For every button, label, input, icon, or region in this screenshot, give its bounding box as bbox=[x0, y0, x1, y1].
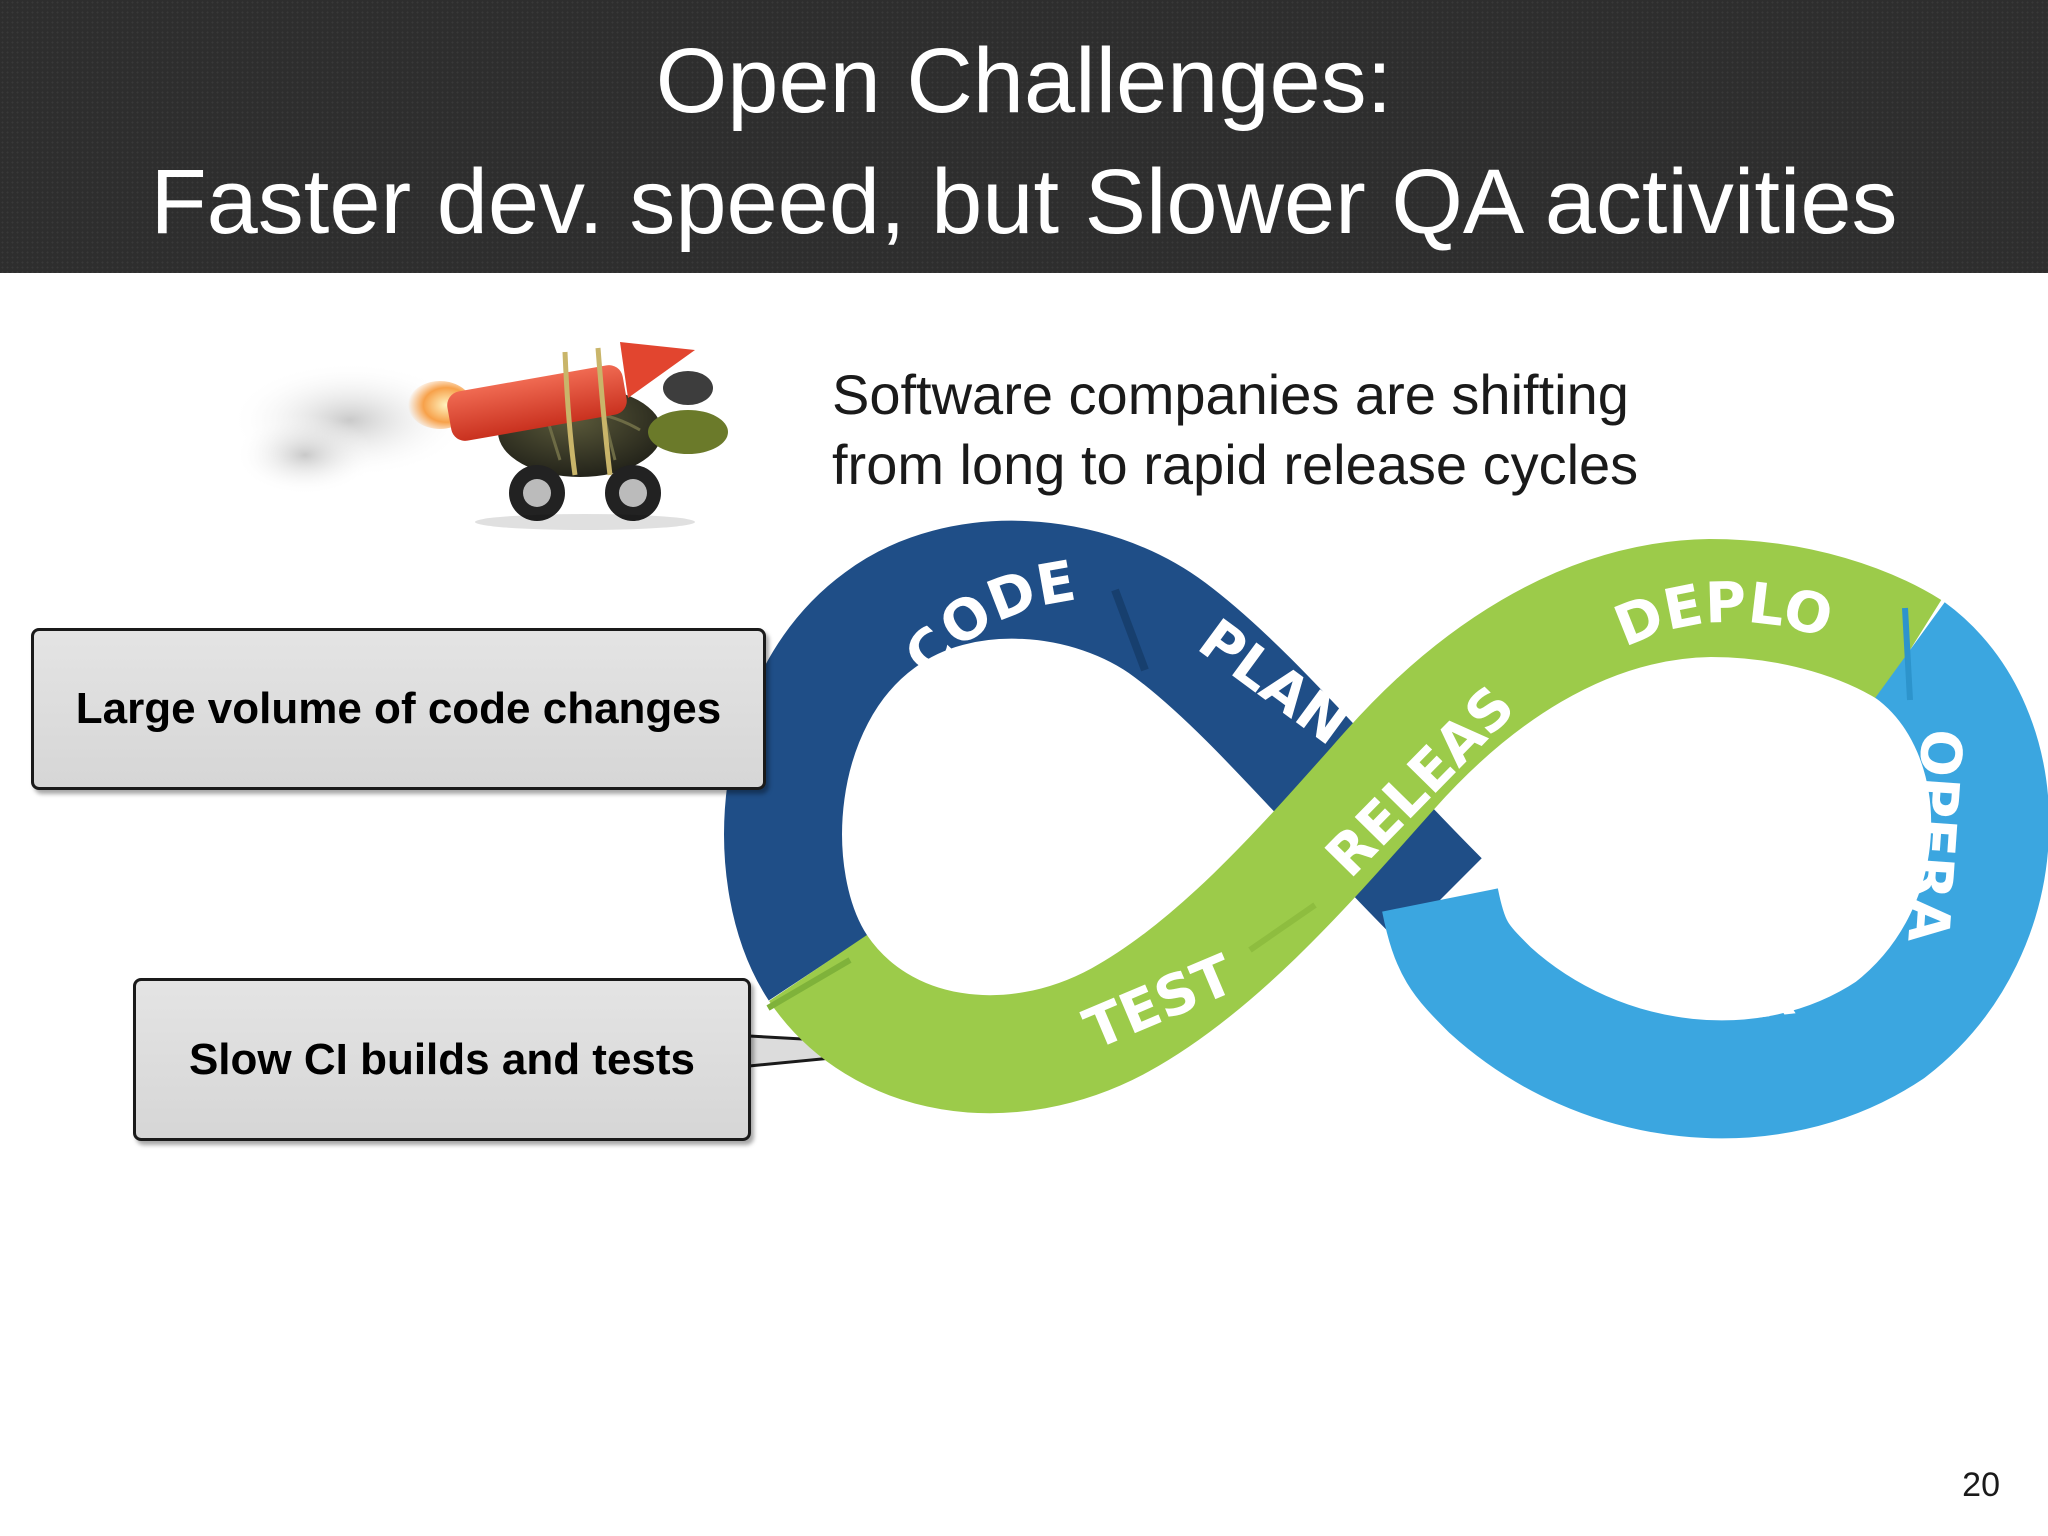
intro-text: Software companies are shifting from lon… bbox=[832, 360, 1732, 500]
rocket-strap bbox=[562, 347, 613, 476]
turtle-rocket-illustration bbox=[230, 342, 728, 530]
loop-segment-release bbox=[769, 538, 1942, 1114]
callout-code-changes: Large volume of code changes bbox=[31, 628, 766, 790]
rocket-tip bbox=[620, 342, 695, 398]
loop-segment-operate bbox=[1382, 602, 2048, 1139]
loop-segment-plan bbox=[724, 520, 1482, 1001]
callout-ci-builds: Slow CI builds and tests bbox=[133, 978, 751, 1141]
rear-wheel-hub bbox=[523, 479, 551, 507]
front-wheel-hub bbox=[619, 479, 647, 507]
intro-line-2: from long to rapid release cycles bbox=[832, 433, 1639, 496]
divider-test-release bbox=[1248, 902, 1317, 953]
divider-code-plan bbox=[1111, 588, 1149, 672]
divider-deploy-operate bbox=[1902, 607, 1913, 701]
divider-build-test bbox=[766, 957, 852, 1011]
slide-title-line-2: Faster dev. speed, but Slower QA activit… bbox=[150, 151, 1898, 253]
ground-shadow bbox=[475, 514, 695, 530]
smoke-cloud-2 bbox=[235, 415, 375, 495]
devops-infinity-loop bbox=[724, 520, 2048, 1139]
slide-header: Open Challenges: Faster dev. speed, but … bbox=[0, 0, 2048, 273]
turtle-head bbox=[648, 410, 728, 454]
slide-number: 20 bbox=[1962, 1466, 2000, 1504]
rocket-body bbox=[447, 365, 627, 441]
turtle-helmet bbox=[663, 371, 713, 405]
slide-title-line-1: Open Challenges: bbox=[655, 30, 1393, 132]
intro-line-1: Software companies are shifting bbox=[832, 363, 1629, 426]
